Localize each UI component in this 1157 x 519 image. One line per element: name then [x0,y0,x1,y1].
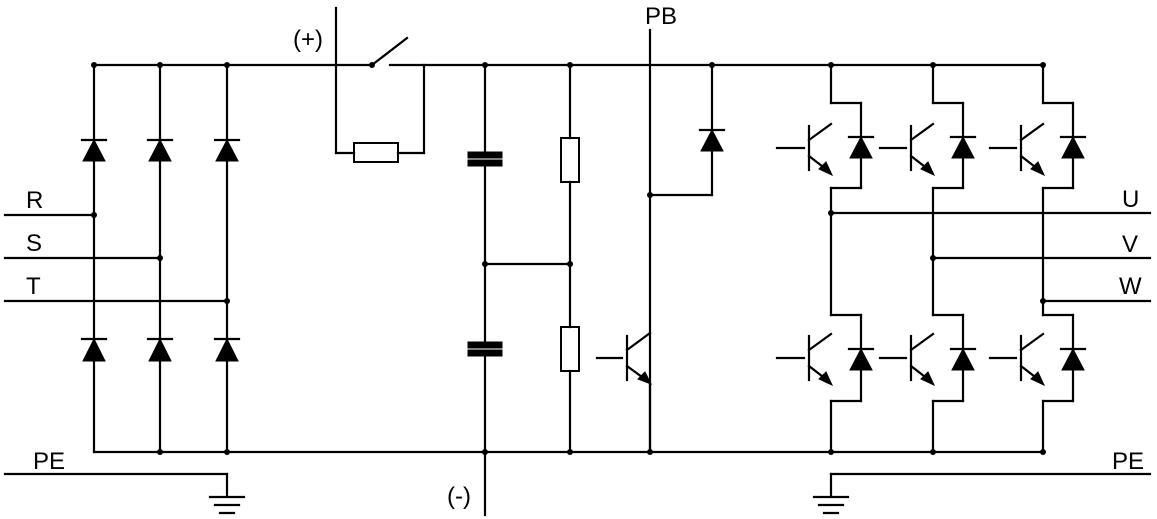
inverter-leg-v [878,62,977,455]
output-line-v [930,255,1152,261]
balancing-resistors [560,62,580,455]
label-output-w: W [1119,273,1142,300]
ground-left [3,472,246,515]
diode-lower-s [146,337,174,362]
label-ground-right: PE [1112,448,1144,475]
label-brake: PB [645,3,677,30]
input-line-t [3,298,230,304]
label-dc-negative: (-) [447,483,471,510]
inverter-leg-w [988,62,1087,455]
brake-transistor [595,331,653,455]
input-line-s [3,255,163,261]
diode-upper-t [213,138,241,162]
label-output-u: U [1122,186,1139,213]
output-line-w [1040,298,1152,304]
label-output-v: V [1122,231,1138,258]
diode-upper-s [146,138,174,162]
inverter-leg-u [775,62,875,455]
diode-lower-t [213,337,241,362]
brake-diode [647,62,726,198]
ground-right [812,472,1152,515]
label-input-r: R [26,187,43,214]
input-line-r [3,212,97,218]
diode-upper-r [80,138,108,162]
precharge-switch [369,36,409,68]
label-dc-positive: (+) [293,26,323,53]
label-input-s: S [26,230,42,257]
precharge-resistor [334,63,426,163]
label-input-t: T [26,273,41,300]
rectifier-bridge [80,62,241,455]
label-ground-left: PE [33,448,65,475]
dc-link-capacitors [467,62,572,455]
diode-lower-r [80,337,108,362]
output-line-u [828,210,1152,216]
